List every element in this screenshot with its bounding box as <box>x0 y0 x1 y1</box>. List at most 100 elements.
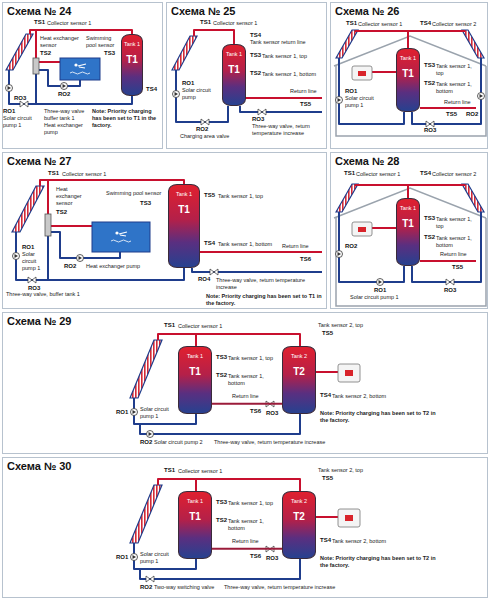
scheme-title: Схема № 29 <box>7 315 71 328</box>
sensor-code: TS5 <box>452 264 463 271</box>
scheme-panel: Схема № 30Tank 1T1Tank 2T2 <box>2 457 488 598</box>
component-label: Tank sensor 2, top <box>318 467 363 474</box>
component-label: Solar circuit pump 1 <box>140 551 177 565</box>
tank-code: T1 <box>228 64 240 76</box>
scheme-26-drawing <box>352 66 372 80</box>
component-label: Heat exchanger pump <box>86 263 140 270</box>
sensor-code: RO3 <box>266 555 278 562</box>
pipe-connector <box>212 548 282 550</box>
sensor-code: TS3 <box>104 50 115 57</box>
component-label: Collector sensor 1 <box>62 171 106 178</box>
sensor-code: TS1 <box>48 170 59 177</box>
scheme-28-drawing <box>336 251 343 258</box>
scheme-28-drawing <box>377 279 384 286</box>
component-label: Solar circuit pump 1 <box>22 251 48 272</box>
component-label: Tank sensor 1, top <box>436 216 478 230</box>
component-label: Tank sensor return line <box>250 39 306 46</box>
scheme-26-drawing <box>358 71 366 76</box>
scheme-29-drawing <box>338 364 360 382</box>
scheme-30-drawing <box>131 554 138 561</box>
component-label: Swimming pool sensor <box>106 190 161 197</box>
component-label: Tank sensor 2, bottom <box>332 538 386 545</box>
scheme-29-drawing <box>134 398 300 434</box>
component-label: Return line <box>282 243 309 250</box>
sensor-code: RO3 <box>28 285 40 292</box>
component-label: Tank sensor 2, top <box>318 322 363 329</box>
scheme-title: Схема № 26 <box>335 5 399 18</box>
component-label: Three-way valve, return temperature incr… <box>216 277 316 291</box>
storage-tank: Tank 1T1 <box>168 184 200 268</box>
sensor-code: TS4 <box>320 392 331 399</box>
sensor-code: TS6 <box>250 553 261 560</box>
component-label: Heat exchanger sensor <box>56 186 90 207</box>
scheme-24-drawing <box>30 30 132 62</box>
sensor-code: RO2 <box>466 111 478 118</box>
component-label: Solar circuit pump 1 <box>350 294 399 301</box>
component-label: Swimming pool sensor <box>86 35 120 49</box>
tank-code: T1 <box>189 366 201 378</box>
sensor-code: TS4 <box>250 32 261 39</box>
component-label: Two-way switching valve <box>154 584 214 591</box>
scheme-24-drawing <box>70 63 90 74</box>
sensor-code: TS1 <box>200 19 211 26</box>
component-label: Collector sensor 1 <box>358 21 402 28</box>
sensor-code: TS3 <box>250 52 261 59</box>
tank-name: Tank 1 <box>187 353 203 360</box>
scheme-27-drawing <box>28 277 36 283</box>
component-label: Collector sensor 1 <box>356 171 400 178</box>
sensor-code: TS4 <box>146 86 157 93</box>
sensor-code: TS6 <box>250 408 261 415</box>
sensor-code: RO3 <box>444 287 456 294</box>
scheme-26-drawing <box>462 30 484 58</box>
sensor-code: RO1 <box>116 409 128 416</box>
component-label: Tank sensor 1, bottom <box>436 81 478 95</box>
sensor-code: TS4 <box>420 20 431 27</box>
component-label: Collector sensor 1 <box>178 323 222 330</box>
sensor-code: RO2 <box>58 91 70 98</box>
scheme-25-drawing <box>173 91 180 98</box>
component-label: Tank sensor 1, bottom <box>228 373 274 387</box>
scheme-27-drawing <box>92 222 150 252</box>
component-label: Three-way valve, buffer tank 1 <box>6 291 86 298</box>
scheme-28-drawing <box>462 184 484 212</box>
sensor-code: TS3 <box>424 215 435 222</box>
scheme-25-drawing <box>172 36 197 70</box>
scheme-24-drawing <box>33 58 39 74</box>
sensor-code: TS2 <box>216 372 227 379</box>
scheme-27-drawing <box>77 255 84 262</box>
scheme-title: Схема № 28 <box>335 155 399 168</box>
tank-name: Tank 1 <box>400 205 416 212</box>
scheme-28-drawing <box>446 279 454 285</box>
tank-name: Tank 1 <box>400 55 416 62</box>
sensor-code: TS5 <box>446 111 457 118</box>
tank-code: T1 <box>402 218 414 230</box>
sensor-code: TS2 <box>56 209 67 216</box>
scheme-30-drawing <box>338 509 360 527</box>
pipe-connector <box>212 403 282 405</box>
component-label: Three-way valve, return temperature incr… <box>224 584 360 591</box>
scheme-27-drawing <box>45 214 51 236</box>
scheme-26-drawing <box>426 121 434 127</box>
storage-tank: Tank 1T1 <box>121 34 143 96</box>
scheme-29-drawing <box>147 431 154 438</box>
storage-tank: Tank 1 T1 <box>178 346 212 414</box>
component-label: Solar circuit pump <box>182 87 218 101</box>
note-text: Note: Priority charging has been set to … <box>320 410 440 424</box>
sensor-code: TS4 <box>204 240 215 247</box>
scheme-24-drawing <box>20 101 28 107</box>
storage-tank: Tank 1T1 <box>396 48 420 112</box>
sensor-code: RO2 <box>140 584 152 591</box>
component-label: Collector sensor 1 <box>47 20 91 27</box>
component-label: Solar circuit pump 1 <box>345 95 385 109</box>
sensor-code: TS6 <box>300 256 311 263</box>
scheme-27-drawing <box>210 269 218 275</box>
tank-name: Tank 1 <box>176 191 192 198</box>
scheme-26-drawing <box>334 30 486 136</box>
component-label: Collector sensor 2 <box>432 21 476 28</box>
component-label: Tank sensor 1, top <box>228 500 273 507</box>
note-text: Note: Priority charging has been set to … <box>206 293 324 307</box>
scheme-24-drawing <box>61 83 68 90</box>
storage-tank: Tank 2T2 <box>282 491 316 559</box>
scheme-28-drawing <box>352 222 372 236</box>
